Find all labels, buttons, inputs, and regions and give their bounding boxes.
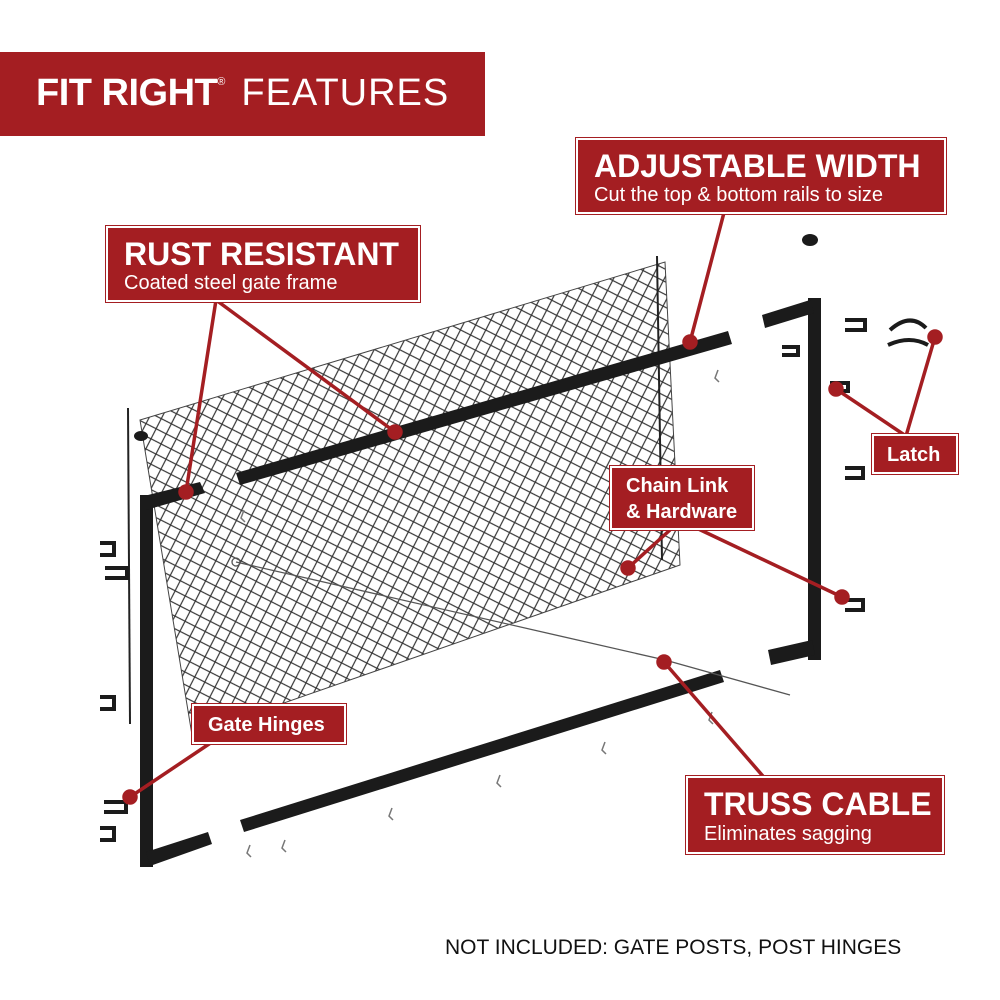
chain-link-mesh [139,261,681,736]
hardware-pieces [100,318,929,842]
left-frame-bottom-stub [146,832,212,866]
leader-latch-a [904,336,937,437]
callout-chain-link-line1: Chain Link [626,475,729,497]
leader-gate-hinges [129,738,216,799]
leader-truss-cable [662,660,777,792]
callout-rust-resistant-subtitle: Coated steel gate frame [124,272,338,294]
callout-truss-cable-subtitle: Eliminates sagging [704,823,872,845]
callout-rust-resistant-title: RUST RESISTANT [124,236,399,272]
right-frame-upright [808,298,821,660]
header-banner: FIT RIGHT® FEATURES [0,52,485,136]
leader-rust-resistant-b [214,298,397,434]
brand-name: FIT RIGHT [36,72,218,114]
leader-latch-b [835,387,907,438]
post-cap-right [802,234,818,246]
post-cap-left [134,431,148,441]
callout-adjustable-width-subtitle: Cut the top & bottom rails to size [594,184,884,206]
leader-rust-resistant-a [184,299,218,493]
callout-truss-cable: TRUSS CABLE Eliminates sagging [685,775,945,855]
right-frame-top-stub [762,300,814,328]
right-frame-bottom-stub [768,640,815,665]
leader-adjustable-width [688,204,728,343]
callout-latch: Latch [871,433,959,475]
callout-latch-title: Latch [887,444,941,466]
callout-gate-hinges-title: Gate Hinges [208,714,325,736]
callout-adjustable-width-title: ADJUSTABLE WIDTH [594,148,921,184]
callout-rust-resistant: RUST RESISTANT Coated steel gate frame [105,225,421,303]
left-frame-upright [140,495,153,867]
header-suffix: FEATURES [241,72,450,114]
header-title: FIT RIGHT® FEATURES [36,72,449,115]
callout-truss-cable-title: TRUSS CABLE [704,786,932,822]
leader-chain-link-a [626,528,672,570]
callout-gate-hinges: Gate Hinges [191,703,347,745]
top-rail [236,331,732,485]
footer-note: NOT INCLUDED: GATE POSTS, POST HINGES [445,936,902,959]
callout-chain-link: Chain Link & Hardware [609,465,755,531]
bottom-rail [240,670,724,832]
leader-chain-link-b [689,523,843,599]
registered-mark: ® [217,76,226,88]
callout-adjustable-width: ADJUSTABLE WIDTH Cut the top & bottom ra… [575,137,947,215]
callout-chain-link-line2: & Hardware [626,501,738,523]
